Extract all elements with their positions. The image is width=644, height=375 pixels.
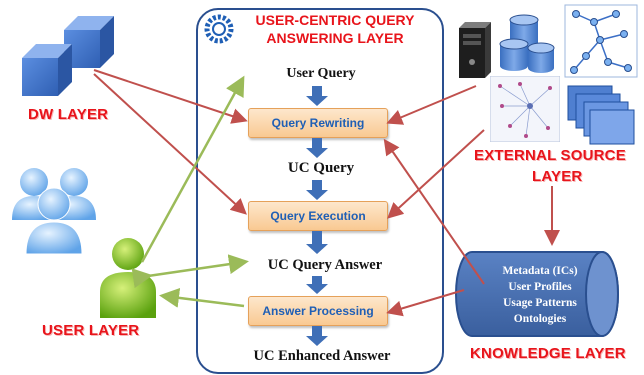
central-layer-title-line2: ANSWERING LAYER (266, 30, 404, 46)
knowledge-item-metadata: Metadata (ICs) (502, 265, 578, 277)
uc-enhanced-answer-label: UC Enhanced Answer (253, 348, 391, 364)
gear-icon (204, 14, 234, 44)
query-rewriting-step: Query Rewriting (248, 108, 388, 138)
uc-query-answer-label: UC Query Answer (267, 257, 383, 273)
knowledge-layer-label: KNOWLEDGE LAYER (470, 345, 626, 362)
answer-processing-step: Answer Processing (248, 296, 388, 326)
knowledge-cylinder (452, 248, 622, 340)
documents-icon (566, 84, 636, 146)
external-source-layer-label-line1: EXTERNAL SOURCE (474, 147, 626, 164)
dw-cubes-icon (18, 8, 118, 104)
knowledge-item-usage-patterns: Usage Patterns (503, 297, 577, 309)
server-icon (455, 22, 495, 78)
user-layer-label: USER LAYER (42, 322, 140, 339)
user-query-label: User Query (286, 66, 356, 81)
knowledge-item-user-profiles: User Profiles (508, 281, 572, 293)
central-layer-title-line1: USER-CENTRIC QUERY (255, 12, 415, 28)
uc-query-label: UC Query (287, 160, 355, 176)
knowledge-item-ontologies: Ontologies (513, 313, 567, 325)
dw-layer-label: DW LAYER (28, 106, 109, 123)
graph-network-icon (564, 4, 638, 78)
external-source-layer-label-line2: LAYER (532, 168, 583, 185)
users-group-icon (4, 160, 104, 256)
database-icon (496, 14, 558, 74)
query-execution-step: Query Execution (248, 201, 388, 231)
network-map-icon (489, 75, 561, 143)
